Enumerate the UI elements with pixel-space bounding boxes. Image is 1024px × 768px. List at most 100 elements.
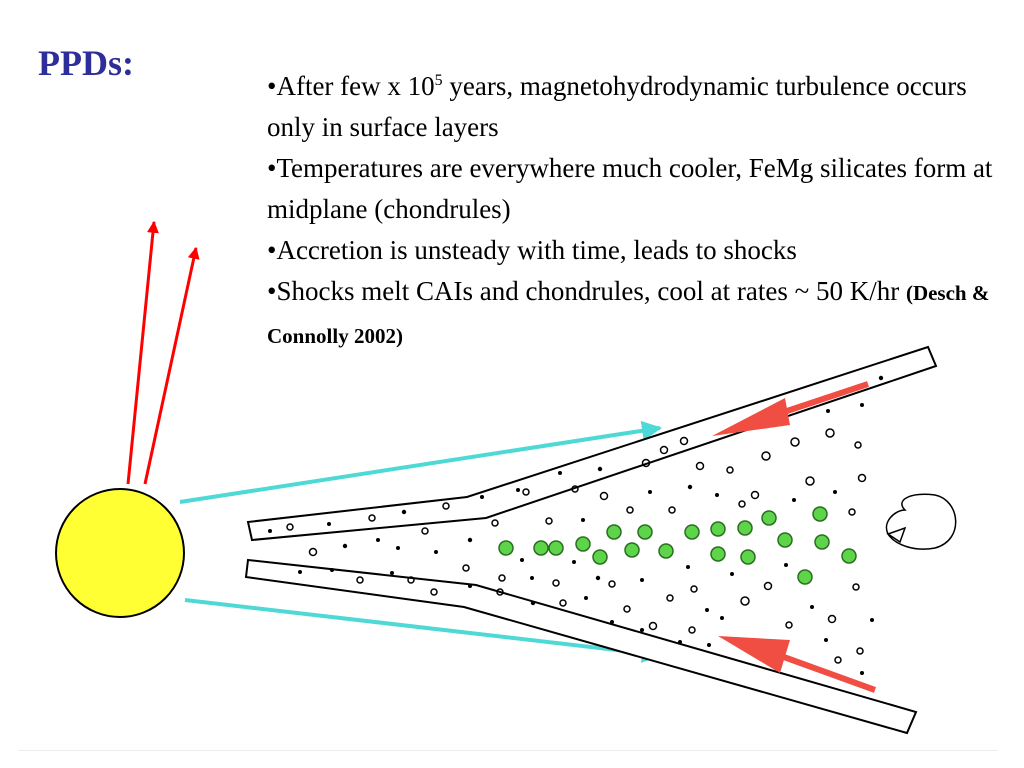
dust-speck (530, 600, 536, 606)
dust-speck (824, 638, 828, 642)
dust-speck (597, 466, 603, 472)
bullet-shocks: •Shocks melt CAIs and chondrules, cool a… (267, 271, 1007, 357)
dust-speck (581, 518, 585, 522)
dust-speck (434, 550, 438, 554)
dust-speck (401, 509, 407, 515)
dust-grain (430, 588, 438, 596)
chondrule (777, 532, 793, 548)
dust-grain (659, 445, 669, 455)
citation: (Desch & Connolly 2002) (267, 281, 990, 348)
chondrule (797, 569, 813, 585)
dust-speck (720, 616, 724, 620)
dust-speck (707, 643, 711, 647)
chondrule (637, 524, 653, 540)
chondrule (841, 548, 857, 564)
dust-speck (715, 493, 719, 497)
dust-speck (376, 538, 380, 542)
chondrule (548, 540, 564, 556)
dust-grain (785, 621, 793, 629)
dust-speck (298, 570, 302, 574)
dust-specks (268, 375, 884, 675)
dust-grain (740, 596, 750, 606)
dust-speck (610, 620, 614, 624)
dust-grain (462, 564, 470, 572)
dust-grain (854, 441, 862, 449)
dust-grain (761, 451, 771, 461)
dust-speck (330, 568, 334, 572)
dust-speck (784, 563, 788, 567)
bullet-list: •After few x 105 years, magnetohydrodyna… (267, 66, 1007, 357)
dust-grain (368, 514, 376, 522)
chondrule (606, 524, 622, 540)
dust-grain (726, 466, 734, 474)
chondrule (710, 521, 726, 537)
dust-grain (668, 506, 676, 514)
dust-speck (687, 484, 693, 490)
dust-speck (686, 565, 690, 569)
dust-grain (738, 500, 746, 508)
chondrule (575, 536, 591, 552)
inflow-arrowhead (712, 398, 790, 436)
dust-grain (834, 656, 842, 664)
jet-arrow (126, 220, 159, 485)
chondrule (592, 549, 608, 565)
upper-surface-layer (246, 345, 938, 542)
dust-grain (608, 580, 616, 588)
dust-speck (860, 671, 864, 675)
dust-grain (491, 519, 499, 527)
dust-speck (468, 584, 472, 588)
dust-grain (498, 574, 506, 582)
dust-grain (857, 473, 867, 483)
dust-grain (827, 614, 837, 624)
footer-divider (18, 750, 998, 751)
chondrule (533, 540, 549, 556)
sun (55, 488, 185, 618)
dust-speck (467, 537, 473, 543)
chondrule (814, 534, 830, 550)
dust-speck (572, 560, 576, 564)
bullet-accretion: •Accretion is unsteady with time, leads … (267, 235, 797, 265)
chondrule (498, 540, 514, 556)
chondrules (498, 506, 857, 585)
lower-surface-layer (244, 558, 918, 735)
dust-speck (342, 543, 348, 549)
dust-grain (552, 579, 560, 587)
dust-speck (810, 605, 814, 609)
dust-grain (522, 488, 530, 496)
dust-grain (805, 476, 815, 486)
dust-grain (545, 517, 553, 525)
dust-speck (390, 571, 394, 575)
dust-speck (860, 403, 864, 407)
dust-speck (792, 498, 796, 502)
inflow-arrow (768, 649, 877, 693)
bullet-mri-post: years, magnetohydrodynamic turbulence oc… (267, 71, 967, 142)
dust-speck (530, 576, 534, 580)
dust-grain (308, 547, 318, 557)
dust-speck (584, 596, 588, 600)
dust-grain (559, 599, 567, 607)
dust-grain (648, 621, 658, 631)
dust-speck (327, 522, 331, 526)
dust-speck (678, 640, 682, 644)
dust-grain (695, 461, 705, 471)
dust-grain (623, 605, 631, 613)
dust-grain (407, 576, 415, 584)
dust-grain (690, 585, 698, 593)
dust-grain (641, 458, 651, 468)
dust-speck (648, 490, 652, 494)
radiation-arrow (179, 420, 662, 504)
radiation-arrow (184, 598, 662, 663)
dust-grain (750, 490, 760, 500)
dust-grains (286, 428, 867, 664)
turbulence-loop (885, 493, 957, 550)
dust-grain (688, 626, 696, 634)
dust-grain (763, 581, 773, 591)
bullet-mri-pre: •After few x 10 (267, 71, 435, 101)
dust-grain (356, 576, 364, 584)
chondrule (658, 543, 674, 559)
dust-grain (421, 527, 429, 535)
inflow-arrowhead (718, 636, 790, 673)
bullet-mri: •After few x 105 years, magnetohydrodyna… (267, 66, 1007, 148)
dust-speck (833, 490, 837, 494)
